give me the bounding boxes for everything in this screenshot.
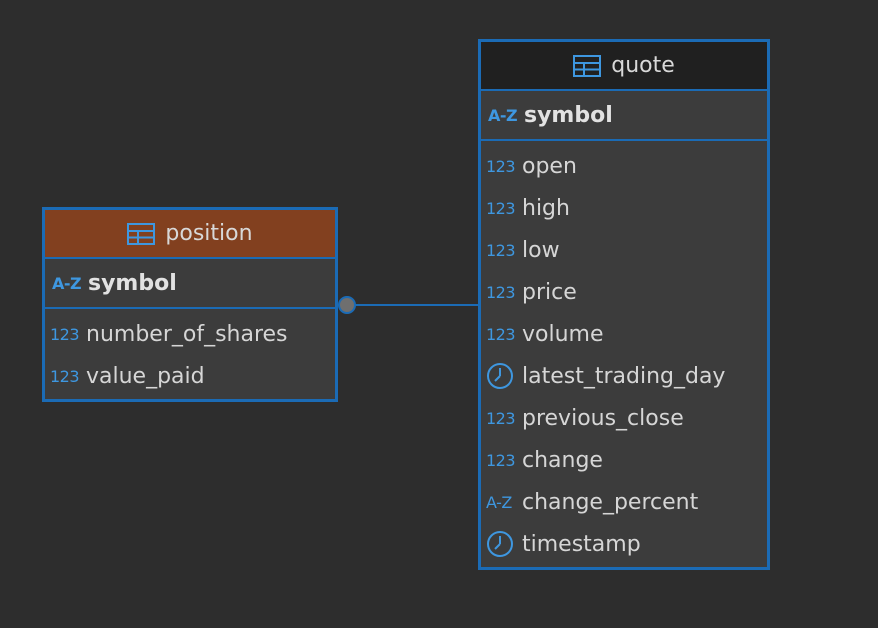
entity-position[interactable]: position A-Z symbol 123 number_of_shares…: [42, 207, 338, 402]
attribute-row[interactable]: 123 change: [481, 439, 767, 481]
text-type-icon: A-Z: [52, 273, 82, 293]
attribute-row[interactable]: 123 previous_close: [481, 397, 767, 439]
numeric-type-icon: 123: [486, 450, 516, 470]
numeric-type-icon: 123: [486, 198, 516, 218]
attribute-name: volume: [522, 321, 604, 347]
relationship-endpoint: [338, 296, 356, 314]
attribute-row[interactable]: 123 high: [481, 187, 767, 229]
table-icon: [127, 222, 156, 245]
entity-position-attributes: 123 number_of_shares 123 value_paid: [45, 309, 335, 397]
attribute-name: latest_trading_day: [522, 363, 726, 389]
text-type-icon: A-Z: [488, 105, 518, 125]
attribute-row[interactable]: 123 low: [481, 229, 767, 271]
attribute-name: open: [522, 153, 577, 179]
attribute-name: change_percent: [522, 489, 699, 515]
entity-quote[interactable]: quote A-Z symbol 123 open 123 high 123 l…: [478, 39, 770, 570]
entity-quote-title: quote: [611, 53, 675, 78]
attribute-row[interactable]: 123 price: [481, 271, 767, 313]
attribute-row[interactable]: 123 number_of_shares: [45, 313, 335, 355]
attribute-name: value_paid: [86, 363, 205, 389]
numeric-type-icon: 123: [50, 324, 80, 344]
attribute-name: previous_close: [522, 405, 684, 431]
table-icon: [573, 54, 602, 77]
key-column-name: symbol: [88, 270, 177, 296]
text-type-icon: A-Z: [486, 492, 512, 512]
attribute-row[interactable]: latest_trading_day: [481, 355, 767, 397]
clock-icon: [486, 362, 518, 390]
attribute-name: low: [522, 237, 560, 263]
attribute-row[interactable]: A-Z change_percent: [481, 481, 767, 523]
entity-quote-key-row[interactable]: A-Z symbol: [481, 91, 767, 141]
attribute-row[interactable]: timestamp: [481, 523, 767, 565]
attribute-name: timestamp: [522, 531, 641, 557]
numeric-type-icon: 123: [486, 408, 516, 428]
entity-position-key-row[interactable]: A-Z symbol: [45, 259, 335, 309]
numeric-type-icon: 123: [486, 240, 516, 260]
entity-position-title: position: [165, 221, 253, 246]
key-column-name: symbol: [524, 102, 613, 128]
numeric-type-icon: 123: [486, 156, 516, 176]
attribute-name: change: [522, 447, 603, 473]
attribute-row[interactable]: 123 value_paid: [45, 355, 335, 397]
attribute-row[interactable]: 123 open: [481, 145, 767, 187]
entity-position-header[interactable]: position: [45, 210, 335, 259]
clock-icon: [486, 530, 518, 558]
numeric-type-icon: 123: [50, 366, 80, 386]
attribute-row[interactable]: 123 volume: [481, 313, 767, 355]
attribute-name: high: [522, 195, 570, 221]
numeric-type-icon: 123: [486, 282, 516, 302]
attribute-name: number_of_shares: [86, 321, 288, 347]
numeric-type-icon: 123: [486, 324, 516, 344]
attribute-name: price: [522, 279, 577, 305]
entity-quote-header[interactable]: quote: [481, 42, 767, 91]
entity-quote-attributes: 123 open 123 high 123 low 123 price 123 …: [481, 141, 767, 565]
